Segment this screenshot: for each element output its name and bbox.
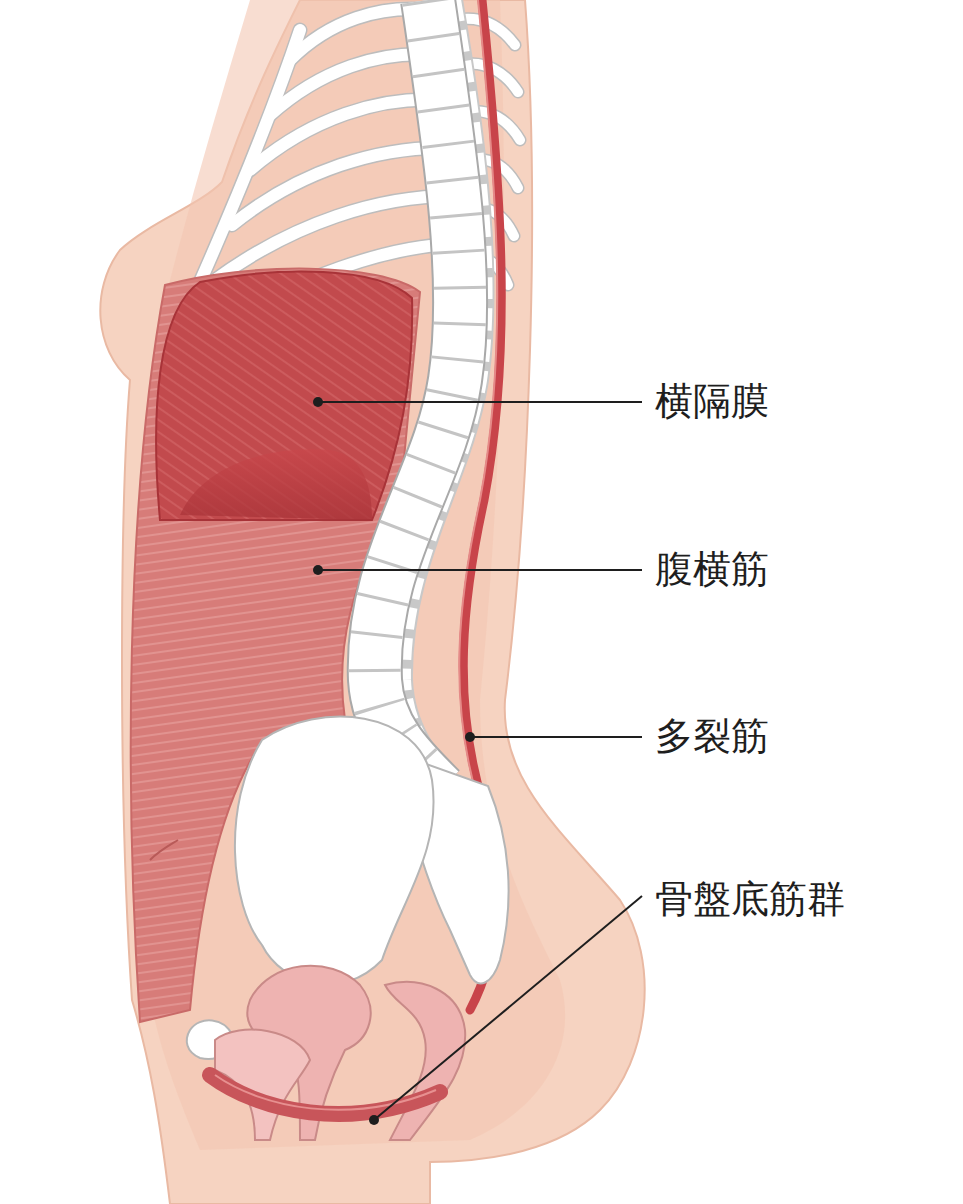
- leader-dot: [465, 732, 475, 742]
- pelvic-floor-fibers: [215, 1075, 436, 1110]
- leader-line: [470, 736, 642, 738]
- part-label: 骨盤底筋群: [655, 877, 845, 923]
- leader-lines: [318, 402, 642, 1120]
- leader-line: [318, 569, 642, 571]
- diaphragm: [156, 271, 412, 520]
- part-label: 横隔膜: [655, 379, 769, 425]
- spine: [375, 0, 484, 790]
- leader-dot: [369, 1115, 379, 1125]
- leader-line: [374, 896, 642, 1120]
- part-label: 多裂筋: [655, 714, 769, 760]
- leader-line: [318, 401, 642, 403]
- part-label: 腹横筋: [655, 547, 769, 593]
- rectum: [385, 982, 465, 1140]
- muscle-edge: [150, 840, 178, 860]
- leader-dot: [313, 397, 323, 407]
- body-silhouette: [100, 0, 644, 1204]
- diaphragm-dome: [180, 449, 372, 520]
- ilium: [235, 717, 434, 985]
- leader-dots: [313, 397, 475, 1125]
- leader-dot: [313, 565, 323, 575]
